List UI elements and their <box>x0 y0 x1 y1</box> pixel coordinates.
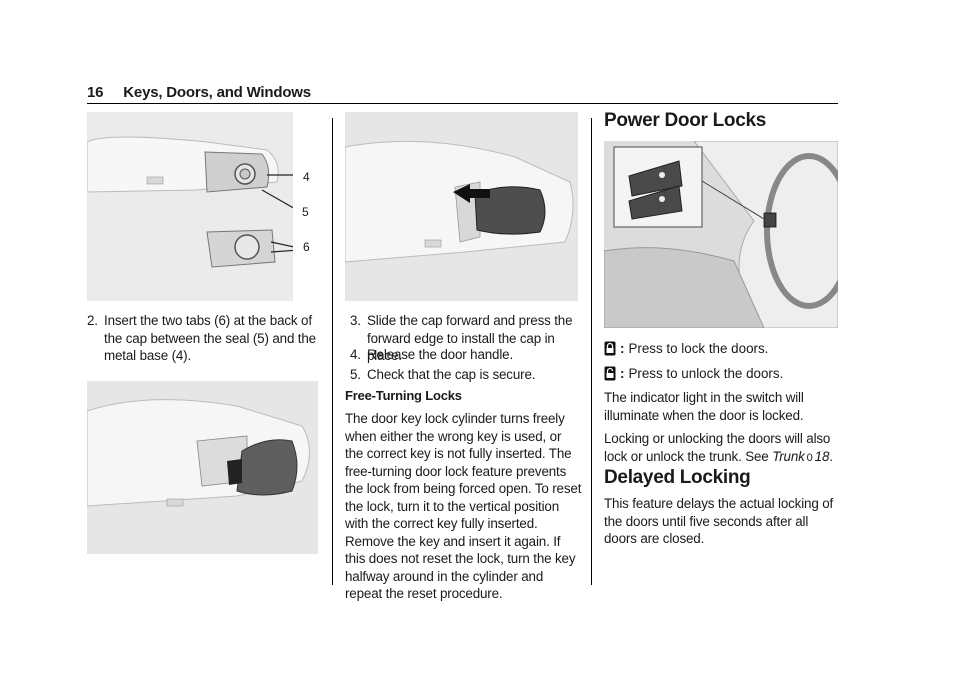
trunk-link[interactable]: Trunk <box>772 448 805 464</box>
trunk-paragraph: Locking or unlocking the doors will also… <box>604 430 838 467</box>
callout-5: 5 <box>302 205 309 219</box>
indicator-light-paragraph: The indicator light in the switch will i… <box>604 390 804 423</box>
step-4: 4. Release the door handle. <box>350 346 582 364</box>
heading-delayed-locking: Delayed Locking <box>604 467 751 488</box>
page-number: 16 <box>87 84 104 101</box>
step-5: 5. Check that the cap is secure. <box>350 366 582 384</box>
step-5-text: Check that the cap is secure. <box>367 367 536 382</box>
unlock-label: : <box>620 366 625 381</box>
trunk-paragraph-end: . <box>829 448 833 464</box>
step-3-text: Slide the cap forward and press the forw… <box>367 313 573 363</box>
step-3: 3. Slide the cap forward and press the f… <box>350 312 582 365</box>
column-divider-right <box>591 118 592 585</box>
column-divider-left <box>332 118 333 585</box>
header-rule <box>87 103 838 104</box>
unlock-instruction: : Press to unlock the doors. <box>604 365 783 383</box>
lock-label: : <box>620 341 625 356</box>
callout-6: 6 <box>303 240 310 254</box>
door-handle-illustration <box>87 381 318 554</box>
lock-icon <box>604 341 616 356</box>
unlock-text: Press to unlock the doors. <box>628 366 784 381</box>
callout-4: 4 <box>303 170 310 184</box>
header-title: Keys, Doors, and Windows <box>123 84 311 101</box>
trunk-paragraph-text: Locking or unlocking the doors will also… <box>604 431 831 464</box>
page-ref-icon: 0 <box>806 451 813 464</box>
unlock-icon <box>604 366 616 381</box>
heading-power-door-locks: Power Door Locks <box>604 110 767 131</box>
lock-text: Press to lock the doors. <box>628 341 769 356</box>
power-door-lock-switch-illustration <box>604 141 838 328</box>
trunk-page-ref[interactable]: 18 <box>814 448 830 464</box>
running-header: 16 Keys, Doors, and Windows <box>87 84 311 101</box>
step-5-number: 5. <box>350 367 361 382</box>
lock-instruction: : Press to lock the doors. <box>604 340 768 358</box>
step-2-text: Insert the two tabs (6) at the back of t… <box>104 313 316 363</box>
delayed-locking-paragraph: This feature delays the actual locking o… <box>604 496 834 546</box>
step-3-number: 3. <box>350 313 361 328</box>
step-4-text: Release the door handle. <box>367 347 514 362</box>
step-2-number: 2. <box>87 313 98 328</box>
step-2: 2. Insert the two tabs (6) at the back o… <box>87 312 325 365</box>
step-4-number: 4. <box>350 347 361 362</box>
subheading-free-turning-locks: Free-Turning Locks <box>345 388 462 403</box>
door-handle-cap-illustration <box>87 112 293 301</box>
free-turning-locks-paragraph: The door key lock cylinder turns freely … <box>345 411 582 601</box>
cap-install-illustration <box>345 112 578 301</box>
